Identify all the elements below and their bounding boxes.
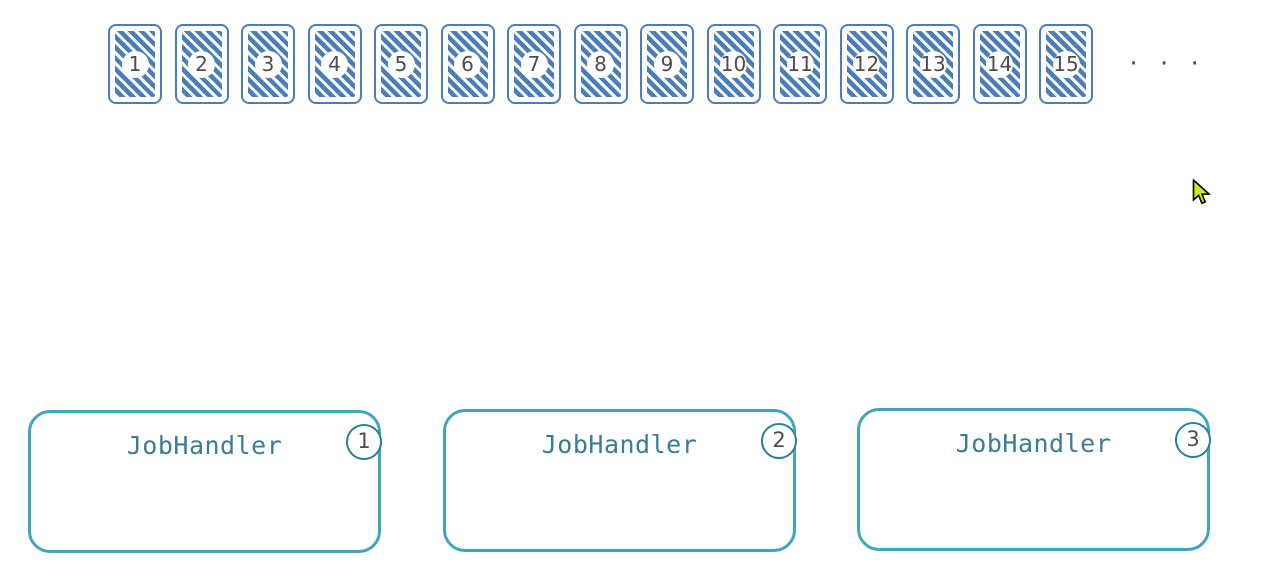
job-card[interactable]: 13	[906, 24, 960, 104]
job-card-number: 14	[986, 50, 1013, 78]
job-card[interactable]: 15	[1039, 24, 1093, 104]
job-card-number: 7	[520, 50, 548, 78]
job-card[interactable]: 4	[307, 24, 362, 104]
job-handler-label: JobHandler	[126, 431, 283, 460]
job-card[interactable]: 2	[174, 24, 229, 104]
queue-ellipsis: · · ·	[1129, 49, 1206, 79]
job-card[interactable]: 11	[773, 24, 827, 104]
job-handler-badge: 1	[346, 424, 382, 460]
job-card-number: 2	[188, 50, 215, 78]
job-card-queue: 1 2 3 4 5 6 7 8	[108, 24, 1206, 104]
job-card-number: 11	[786, 50, 814, 78]
job-handler-badge: 2	[761, 423, 797, 459]
job-card[interactable]: 9	[640, 24, 694, 104]
job-card-number: 9	[653, 50, 681, 78]
job-card[interactable]: 8	[573, 24, 628, 104]
job-card-number: 3	[254, 50, 282, 78]
job-card-number: 15	[1052, 50, 1080, 78]
job-card[interactable]: 7	[507, 24, 561, 104]
job-card-number: 13	[919, 50, 947, 78]
job-handler-badge: 3	[1175, 422, 1211, 458]
job-card[interactable]: 12	[839, 24, 894, 104]
job-card-number: 12	[853, 50, 880, 78]
job-handler-label: JobHandler	[955, 429, 1112, 458]
job-handler-box-1[interactable]: JobHandler 1	[28, 410, 382, 553]
job-handler-label: JobHandler	[541, 430, 698, 459]
job-card-number: 5	[387, 50, 415, 78]
job-handler-box-2[interactable]: JobHandler 2	[443, 409, 797, 552]
mouse-pointer-icon	[1192, 179, 1212, 205]
job-card[interactable]: 10	[706, 24, 761, 104]
job-card[interactable]: 6	[440, 24, 495, 104]
job-handler-box-3[interactable]: JobHandler 3	[857, 408, 1211, 551]
job-card[interactable]: 14	[972, 24, 1027, 104]
job-card-number: 10	[720, 50, 747, 78]
job-card-number: 8	[587, 50, 614, 78]
job-card[interactable]: 1	[108, 24, 162, 104]
job-card[interactable]: 3	[241, 24, 295, 104]
job-card[interactable]: 5	[374, 24, 428, 104]
job-card-number: 6	[454, 50, 481, 78]
job-card-number: 4	[321, 50, 348, 78]
job-card-number: 1	[121, 50, 149, 78]
